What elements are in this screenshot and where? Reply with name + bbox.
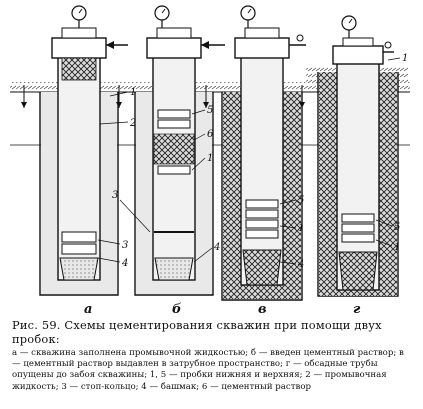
figure-legend: а — скважина заполнена промывочной жидко… bbox=[12, 348, 404, 392]
label-v-4: 4 bbox=[297, 259, 304, 270]
panel-letter-b: б bbox=[172, 302, 182, 317]
label-b-1: 1 bbox=[207, 153, 213, 164]
label-b-6: 6 bbox=[207, 129, 214, 140]
label-a-3: 3 bbox=[122, 240, 128, 251]
inlet-arrow-icon bbox=[201, 41, 209, 49]
panel-a: 1 2 3 4 а bbox=[21, 5, 136, 317]
label-v-5: 5 bbox=[298, 195, 304, 206]
cementing-schemes-figure: 1 2 3 4 а 5 6 1 3 bbox=[10, 5, 410, 317]
label-a-4: 4 bbox=[121, 258, 128, 269]
panel-letter-a: а bbox=[84, 302, 92, 317]
label-g-1: 1 bbox=[394, 242, 400, 253]
label-b-3: 3 bbox=[112, 190, 118, 201]
label-g-1-top: 1 bbox=[402, 53, 408, 64]
label-v-1: 1 bbox=[298, 223, 304, 234]
label-b-5: 5 bbox=[207, 105, 213, 116]
label-g-5: 5 bbox=[394, 222, 400, 233]
inlet-arrow-icon bbox=[106, 41, 114, 49]
panel-g: 1 5 1 г bbox=[299, 15, 408, 317]
panel-v: 5 1 4 в bbox=[203, 5, 306, 317]
label-a-2: 2 bbox=[129, 118, 136, 129]
label-a-1: 1 bbox=[130, 87, 136, 98]
panel-letter-v: в bbox=[258, 302, 267, 317]
label-b-4: 4 bbox=[213, 242, 220, 253]
panel-b: 5 6 1 3 4 б bbox=[112, 5, 225, 317]
figure-caption: Рис. 59. Схемы цементирования скважин пр… bbox=[12, 318, 382, 346]
panel-letter-g: г bbox=[353, 302, 361, 317]
